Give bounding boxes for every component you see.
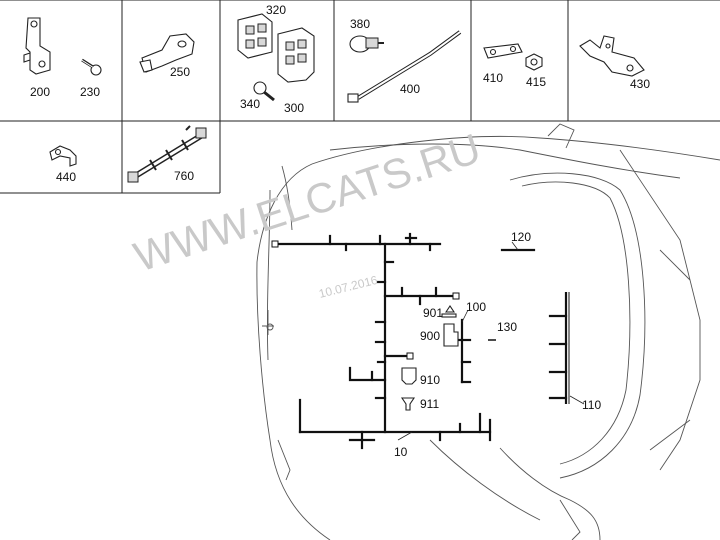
label-300: 300 <box>284 101 304 115</box>
label-400: 400 <box>400 82 420 96</box>
label-230: 230 <box>80 85 100 99</box>
fitting-901-base <box>441 313 457 318</box>
clip-440-icon <box>49 145 77 167</box>
diagram-callouts: 10 100 110 120 130 900 901 910 911 <box>394 230 601 459</box>
bracket-200-hole <box>30 20 38 28</box>
label-250: 250 <box>170 65 190 79</box>
bracket-200-icon <box>25 17 51 75</box>
harness-wiring <box>271 232 570 450</box>
part-cell-760[interactable]: 760 <box>127 125 207 183</box>
clip-440-hole <box>54 148 62 156</box>
screw-340-icon <box>253 81 275 102</box>
harness-760-icon <box>127 125 207 183</box>
label-901: 901 <box>423 306 443 320</box>
label-900: 900 <box>420 329 440 343</box>
connector-icon <box>406 352 414 360</box>
parts-grid <box>0 0 720 194</box>
clip-380-icon <box>349 35 384 53</box>
label-440: 440 <box>56 170 76 184</box>
label-410: 410 <box>483 71 503 85</box>
part-cell-440[interactable]: 440 <box>49 145 77 184</box>
bracket-200-hole <box>38 60 46 68</box>
part-cell-410-415[interactable]: 410 415 <box>483 43 546 89</box>
clip-250-hole <box>177 40 187 48</box>
label-430: 430 <box>630 77 650 91</box>
watermark-date: 10.07.2016 <box>317 273 379 301</box>
label-100: 100 <box>466 300 486 314</box>
part-cell-320-340-300[interactable]: 320 340 300 <box>237 3 315 115</box>
label-110: 110 <box>582 398 601 412</box>
part-cell-250[interactable]: 250 <box>139 33 195 79</box>
component-icons <box>400 305 459 411</box>
bracket-200-tab <box>23 52 31 63</box>
label-120: 120 <box>511 230 531 244</box>
bracket-430-hole <box>626 64 634 72</box>
holder-300-icon <box>277 27 315 83</box>
label-200: 200 <box>30 85 50 99</box>
relay-910-icon <box>401 367 417 385</box>
part-cell-200-230[interactable]: 200 230 <box>23 17 102 99</box>
label-320: 320 <box>266 3 286 17</box>
holder-320-icon <box>237 13 273 59</box>
relay-900-icon <box>443 323 459 347</box>
bracket-430-icon <box>579 35 645 77</box>
connector-icon <box>452 292 460 300</box>
clip-250-tab <box>139 59 153 73</box>
connector-icon <box>271 240 279 248</box>
part-cell-430[interactable]: 430 <box>579 35 650 91</box>
fitting-901-icon <box>444 305 456 313</box>
label-910: 910 <box>420 373 440 387</box>
label-911: 911 <box>420 397 439 411</box>
label-380: 380 <box>350 17 370 31</box>
label-130: 130 <box>497 320 517 334</box>
label-760: 760 <box>174 169 194 183</box>
bracket-410-icon <box>483 43 523 59</box>
nut-415-icon <box>525 53 543 71</box>
screw-230-icon <box>79 58 102 76</box>
fitting-911-icon <box>400 397 416 411</box>
part-cell-380-400[interactable]: 380 400 <box>347 17 462 103</box>
label-415: 415 <box>526 75 546 89</box>
vehicle-outline <box>256 123 720 540</box>
bracket-430-hole <box>605 43 611 49</box>
cable-tie-400-icon <box>347 30 462 103</box>
leader-lines <box>397 241 585 441</box>
label-340: 340 <box>240 97 260 111</box>
label-10: 10 <box>394 445 408 459</box>
